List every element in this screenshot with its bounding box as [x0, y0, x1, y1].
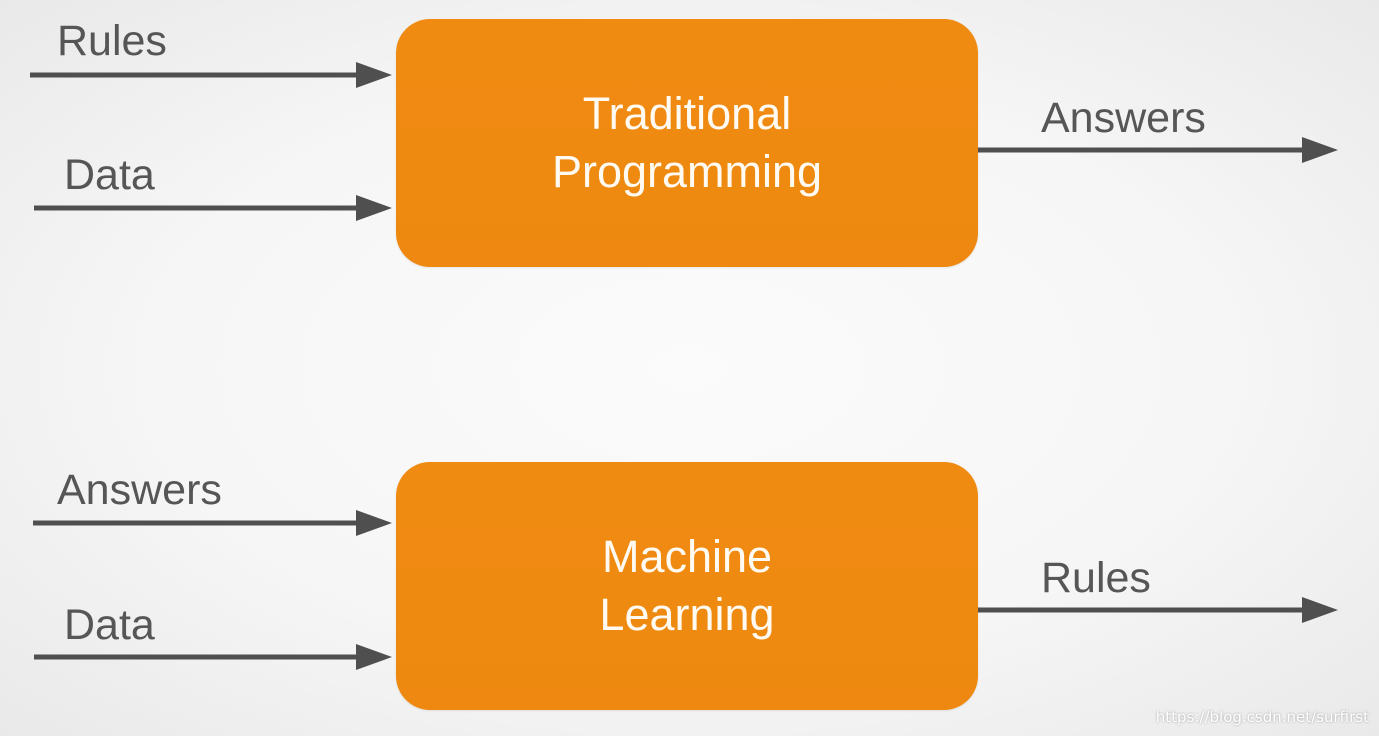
box-label-line: Machine — [601, 531, 773, 582]
arrow-data-in-bottom — [34, 644, 392, 670]
watermark-url: https://blog.csdn.net/surfirst — [1155, 708, 1369, 726]
box-label-line: Learning — [599, 589, 775, 640]
input-label-data-top: Data — [64, 151, 155, 199]
input-label-data-bottom: Data — [64, 601, 155, 649]
output-label-answers: Answers — [1041, 94, 1206, 142]
arrow-data-in-top — [34, 195, 392, 221]
traditional-programming-box: Traditional Programming — [396, 19, 978, 267]
arrow-answers-out — [978, 137, 1338, 163]
machine-learning-box: Machine Learning — [396, 462, 978, 710]
input-label-answers: Answers — [57, 466, 222, 514]
box-label-line: Traditional — [582, 88, 792, 139]
box-label-line: Programming — [551, 146, 823, 197]
arrow-answers-in — [33, 510, 392, 536]
input-label-rules: Rules — [57, 17, 167, 65]
output-label-rules: Rules — [1041, 554, 1151, 602]
arrow-rules-out — [978, 597, 1338, 623]
arrow-rules-in — [30, 62, 392, 88]
machine-learning-label: Machine Learning — [599, 528, 774, 644]
traditional-programming-label: Traditional Programming — [552, 85, 822, 201]
